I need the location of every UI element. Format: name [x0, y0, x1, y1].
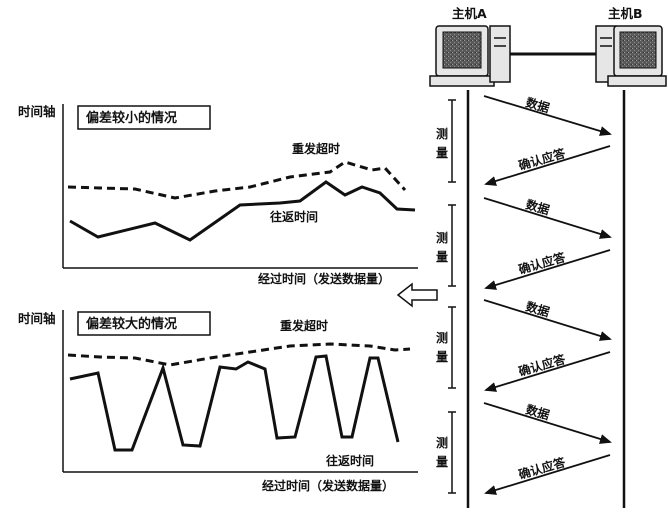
svg-text:测: 测: [436, 230, 448, 245]
ack-arrow: [484, 145, 611, 186]
ack-arrow-label: 确认应答: [517, 351, 568, 379]
measure-bracket: 测 量: [436, 99, 456, 183]
bottom-title: 偏差较大的情况: [86, 316, 177, 332]
bottom-rtt-label: 往返时间: [326, 453, 374, 468]
bottom-chart: 时间轴 偏差较大的情况 重发超时 往返时间 经过时间（发送数据量）: [18, 310, 418, 493]
svg-text:量: 量: [436, 455, 448, 469]
ack-arrow: [484, 249, 611, 290]
host-a-computer-icon: [429, 25, 511, 87]
data-arrow: [483, 95, 612, 136]
data-arrow-label: 数据: [524, 94, 551, 115]
host-b-label: 主机B: [608, 6, 643, 21]
measure-bracket: 测 量: [436, 306, 456, 389]
data-arrow-label: 数据: [524, 196, 551, 217]
data-arrow-label: 数据: [524, 298, 551, 319]
data-arrow: [483, 299, 612, 341]
top-rtt-line: [69, 180, 416, 242]
data-arrow: [483, 197, 612, 239]
measure-bracket: 测 量: [436, 204, 456, 287]
bottom-timeout-label: 重发超时: [280, 318, 328, 333]
svg-text:量: 量: [436, 146, 448, 160]
measure-bracket: 测 量: [436, 411, 456, 494]
top-title-box: [77, 105, 211, 130]
top-y-axis-label: 时间轴: [18, 104, 56, 119]
top-timeout-line: [67, 160, 407, 200]
data-arrow: [483, 402, 612, 444]
left-arrow-icon: [396, 282, 438, 308]
ack-arrow-label: 确认应答: [517, 249, 568, 277]
ack-arrow: [484, 454, 611, 495]
top-x-axis-label: 经过时间（发送数据量）: [258, 271, 390, 286]
ack-arrow-label: 确认应答: [517, 454, 568, 482]
top-timeout-label: 重发超时: [292, 141, 340, 156]
bottom-rtt-line: [69, 354, 400, 452]
ack-arrow: [484, 351, 611, 392]
svg-text:测: 测: [436, 330, 448, 345]
svg-text:量: 量: [436, 350, 448, 364]
bottom-x-axis-label: 经过时间（发送数据量）: [262, 478, 394, 493]
svg-text:测: 测: [436, 126, 448, 141]
bottom-timeout-line: [67, 342, 411, 367]
svg-text:测: 测: [436, 435, 448, 450]
top-chart: 时间轴 偏差较小的情况 重发超时 往返时间 经过时间（发送数据量）: [18, 104, 418, 286]
bottom-title-box: [77, 311, 211, 336]
svg-text:量: 量: [436, 250, 448, 264]
host-a-label: 主机A: [452, 6, 487, 21]
ack-arrow-label: 确认应答: [517, 145, 568, 173]
bottom-y-axis-label: 时间轴: [18, 311, 56, 326]
top-title: 偏差较小的情况: [86, 110, 177, 126]
top-rtt-label: 往返时间: [270, 209, 318, 224]
host-b-computer-icon: [595, 25, 667, 87]
data-arrow-label: 数据: [524, 401, 551, 422]
